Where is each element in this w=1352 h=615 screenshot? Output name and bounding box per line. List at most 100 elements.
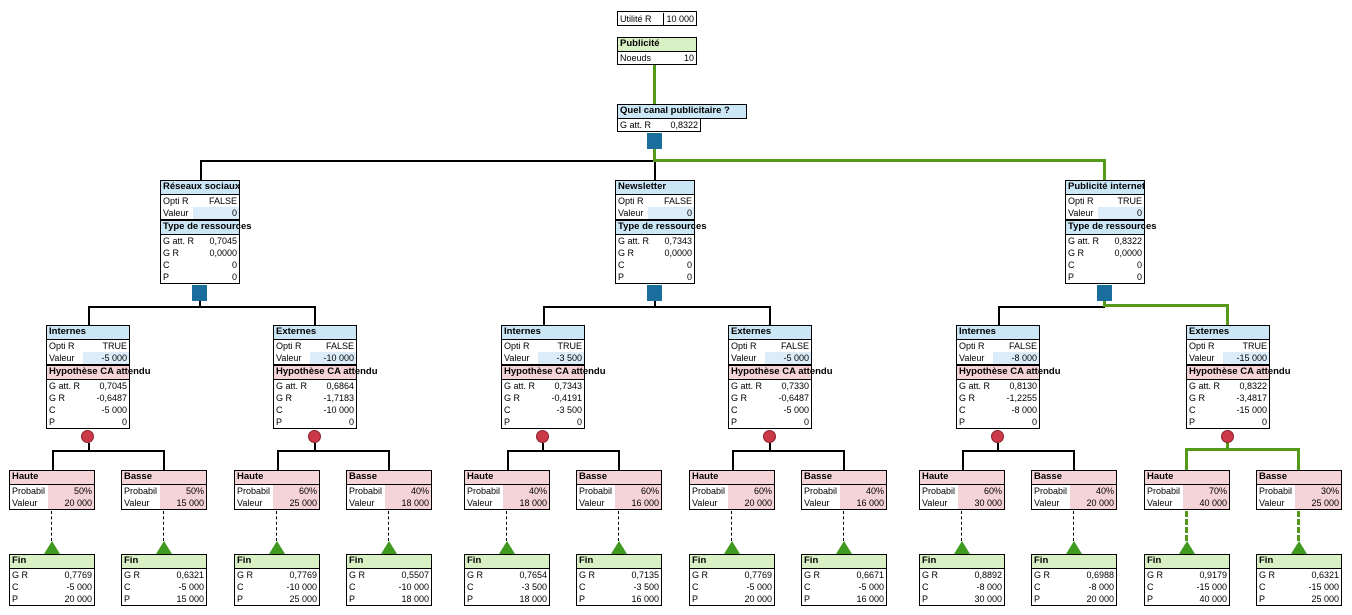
- prob-value[interactable]: 40%: [840, 485, 886, 497]
- c-value: -3 500: [521, 582, 547, 592]
- gr-value: 0,7135: [631, 570, 659, 580]
- valeur-value[interactable]: 25 000: [1295, 497, 1341, 509]
- alt-header[interactable]: Newsletter: [615, 180, 695, 195]
- valeur-value[interactable]: 16 000: [615, 497, 661, 509]
- gr-label: G R: [237, 570, 254, 580]
- prob-value[interactable]: 60%: [615, 485, 661, 497]
- prob-value[interactable]: 60%: [728, 485, 774, 497]
- option-header[interactable]: Externes: [728, 325, 812, 340]
- outcome-header[interactable]: Basse: [1256, 470, 1342, 485]
- prob-value[interactable]: 40%: [503, 485, 549, 497]
- p-label: P: [163, 272, 170, 282]
- valeur-value[interactable]: -5 000: [83, 352, 129, 364]
- valeur-value[interactable]: -15 000: [1223, 352, 1269, 364]
- outcome-header[interactable]: Basse: [1031, 470, 1117, 485]
- terminal-node[interactable]: [836, 541, 852, 554]
- option-header[interactable]: Internes: [956, 325, 1040, 340]
- nodes-value[interactable]: 10: [683, 53, 694, 63]
- terminal-node[interactable]: [1291, 541, 1307, 554]
- outcome-header[interactable]: Haute: [234, 470, 320, 485]
- prob-value[interactable]: 70%: [1183, 485, 1229, 497]
- c-value: -3 500: [556, 405, 582, 415]
- chance-node[interactable]: [536, 430, 549, 443]
- alt-header[interactable]: Réseaux sociaux: [160, 180, 240, 195]
- outcome-header[interactable]: Haute: [464, 470, 550, 485]
- terminal-node[interactable]: [381, 541, 397, 554]
- prob-value[interactable]: 50%: [160, 485, 206, 497]
- valeur-value[interactable]: 0: [648, 207, 694, 219]
- decision-node[interactable]: [647, 285, 662, 301]
- branch-line: [843, 450, 845, 470]
- terminal-node[interactable]: [724, 541, 740, 554]
- option-header[interactable]: Externes: [273, 325, 357, 340]
- valeur-value[interactable]: 30 000: [958, 497, 1004, 509]
- chance-node[interactable]: [991, 430, 1004, 443]
- terminal-node[interactable]: [499, 541, 515, 554]
- decision-node[interactable]: [192, 285, 207, 301]
- terminal-node[interactable]: [156, 541, 172, 554]
- p-label: P: [504, 417, 511, 427]
- valeur-value[interactable]: 20 000: [1070, 497, 1116, 509]
- outcome-header[interactable]: Haute: [689, 470, 775, 485]
- prob-value[interactable]: 40%: [385, 485, 431, 497]
- p-label: P: [1147, 594, 1154, 604]
- option-header[interactable]: Internes: [501, 325, 585, 340]
- valeur-value[interactable]: 40 000: [1183, 497, 1229, 509]
- valeur-value[interactable]: 15 000: [160, 497, 206, 509]
- valeur-value[interactable]: -3 500: [538, 352, 584, 364]
- prob-value[interactable]: 50%: [48, 485, 94, 497]
- terminal-node[interactable]: [1066, 541, 1082, 554]
- outcome-header[interactable]: Basse: [576, 470, 662, 485]
- chance-node[interactable]: [308, 430, 321, 443]
- terminal-node[interactable]: [269, 541, 285, 554]
- terminal-node[interactable]: [954, 541, 970, 554]
- option-section-header: Hypothèse CA attendu: [273, 365, 378, 380]
- decision-node[interactable]: [1097, 285, 1112, 301]
- decision-node[interactable]: [647, 133, 662, 149]
- alt-header[interactable]: Publicité internet: [1065, 180, 1145, 195]
- outcome-header[interactable]: Haute: [1144, 470, 1230, 485]
- valeur-value[interactable]: -8 000: [993, 352, 1039, 364]
- valeur-value[interactable]: 0: [1098, 207, 1144, 219]
- prob-label: Probabil: [804, 486, 838, 496]
- chance-node[interactable]: [763, 430, 776, 443]
- outcome-header[interactable]: Haute: [919, 470, 1005, 485]
- valeur-value[interactable]: 25 000: [273, 497, 319, 509]
- prob-value[interactable]: 60%: [273, 485, 319, 497]
- prob-value[interactable]: 60%: [958, 485, 1004, 497]
- valeur-value[interactable]: 20 000: [728, 497, 774, 509]
- terminal-node[interactable]: [611, 541, 627, 554]
- outcome-header[interactable]: Haute: [9, 470, 95, 485]
- gatt-value: 0,7343: [554, 381, 582, 391]
- option-header[interactable]: Internes: [46, 325, 130, 340]
- valeur-value[interactable]: -5 000: [765, 352, 811, 364]
- optimal-branch-line: [653, 159, 1106, 162]
- outcome-header[interactable]: Basse: [121, 470, 207, 485]
- gatt-value: 0,8130: [1009, 381, 1037, 391]
- valeur-label: Valeur: [692, 498, 718, 508]
- valeur-value[interactable]: 18 000: [503, 497, 549, 509]
- outcome-header[interactable]: Basse: [801, 470, 887, 485]
- terminal-node[interactable]: [44, 541, 60, 554]
- c-value: -5 000: [101, 405, 127, 415]
- valeur-value[interactable]: 0: [193, 207, 239, 219]
- utility-value[interactable]: 10 000: [666, 13, 694, 24]
- valeur-value[interactable]: 18 000: [385, 497, 431, 509]
- branch-line: [199, 301, 201, 307]
- prob-value[interactable]: 30%: [1295, 485, 1341, 497]
- prob-label: Probabil: [692, 486, 726, 496]
- prob-value[interactable]: 40%: [1070, 485, 1116, 497]
- valeur-value[interactable]: 16 000: [840, 497, 886, 509]
- valeur-value[interactable]: 20 000: [48, 497, 94, 509]
- option-header[interactable]: Externes: [1186, 325, 1270, 340]
- opti-label: Opti R: [504, 341, 530, 351]
- chance-node[interactable]: [1221, 430, 1234, 443]
- outcome-header[interactable]: Basse: [346, 470, 432, 485]
- chance-node[interactable]: [81, 430, 94, 443]
- terminal-node[interactable]: [1179, 541, 1195, 554]
- gatt-label: G att. R: [731, 381, 763, 391]
- valeur-value[interactable]: -10 000: [310, 352, 356, 364]
